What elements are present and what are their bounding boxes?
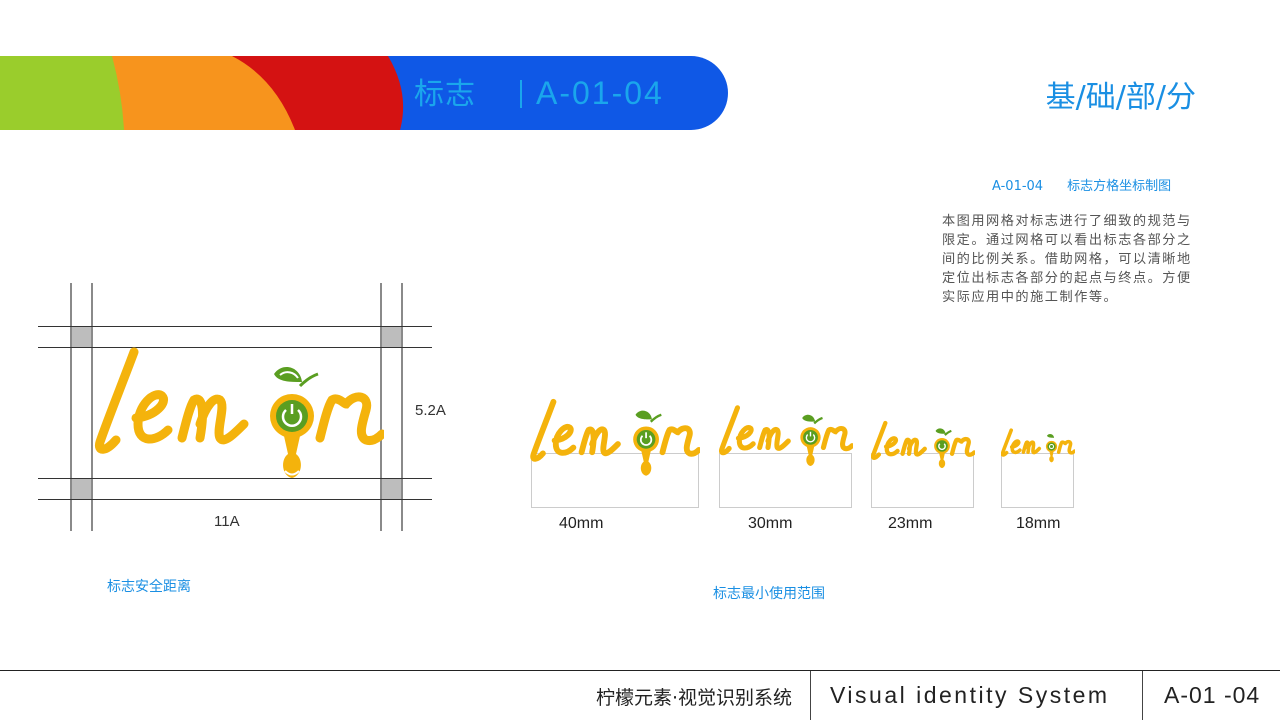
grid-hline xyxy=(38,326,432,327)
footer-en-title: Visual identity System xyxy=(830,682,1110,708)
grid-corner-square xyxy=(72,327,91,347)
height-dimension-label: 5.2A xyxy=(415,402,446,419)
grid-corner-square xyxy=(382,327,401,347)
section-title: 基/础/部/分 xyxy=(1045,80,1196,115)
grid-vline xyxy=(70,283,72,531)
header-color-stripes xyxy=(0,56,728,130)
grid-hline xyxy=(38,347,432,348)
min-size-label-18mm: 18mm xyxy=(1016,515,1061,532)
footer-divider xyxy=(810,671,811,720)
grid-hline xyxy=(38,499,432,500)
description-heading: A-01-04 标志方格坐标制图 xyxy=(992,175,1171,194)
min-size-label-23mm: 23mm xyxy=(888,515,933,532)
grid-hline xyxy=(38,478,432,479)
lemon-logo-graphic xyxy=(870,420,977,469)
min-size-box-30mm xyxy=(719,453,852,508)
grid-corner-square xyxy=(72,479,91,499)
band-code: A-01-04 xyxy=(536,75,664,111)
min-size-box-18mm xyxy=(1001,453,1074,508)
lemon-logo-18mm xyxy=(1000,428,1077,463)
min-size-label-30mm: 30mm xyxy=(748,515,793,532)
footer-divider xyxy=(1142,671,1143,720)
lemon-logo-graphic xyxy=(1000,428,1077,463)
grid-vline xyxy=(401,283,403,531)
lemon-logo-large xyxy=(94,344,387,480)
footer-rule xyxy=(0,670,1280,671)
grid-corner-square xyxy=(382,479,401,499)
min-size-caption: 标志最小使用范围 xyxy=(713,586,825,602)
width-dimension-label: 11A xyxy=(214,513,240,530)
footer-page-code: A-01 -04 xyxy=(1164,682,1261,708)
lemon-logo-graphic xyxy=(530,398,702,476)
band-title-label: 标志 xyxy=(414,77,476,112)
grid-vline xyxy=(380,283,382,531)
min-size-box-23mm xyxy=(871,453,974,508)
min-size-label-40mm: 40mm xyxy=(559,515,604,532)
footer-cn-title: 柠檬元素·视觉识别系统 xyxy=(595,687,792,709)
band-title: 标志 A-01-04 xyxy=(414,56,664,130)
lemon-logo-graphic xyxy=(719,405,855,466)
description-title: 标志方格坐标制图 xyxy=(1067,179,1172,194)
lemon-logo-30mm xyxy=(719,404,855,467)
lemon-logo-graphic xyxy=(94,347,387,478)
description-body: 本图用网格对标志进行了细致的规范与限定。通过网格可以看出标志各部分之间的比例关系… xyxy=(942,214,1192,305)
lemon-logo-23mm xyxy=(870,420,977,469)
description-code: A-01-04 xyxy=(992,179,1044,194)
lemon-logo-40mm xyxy=(530,397,702,477)
grid-vline xyxy=(91,283,93,531)
safety-distance-caption: 标志安全距离 xyxy=(107,579,191,595)
min-size-box-40mm xyxy=(531,453,699,508)
header-band xyxy=(0,56,728,130)
band-separator xyxy=(520,79,522,108)
